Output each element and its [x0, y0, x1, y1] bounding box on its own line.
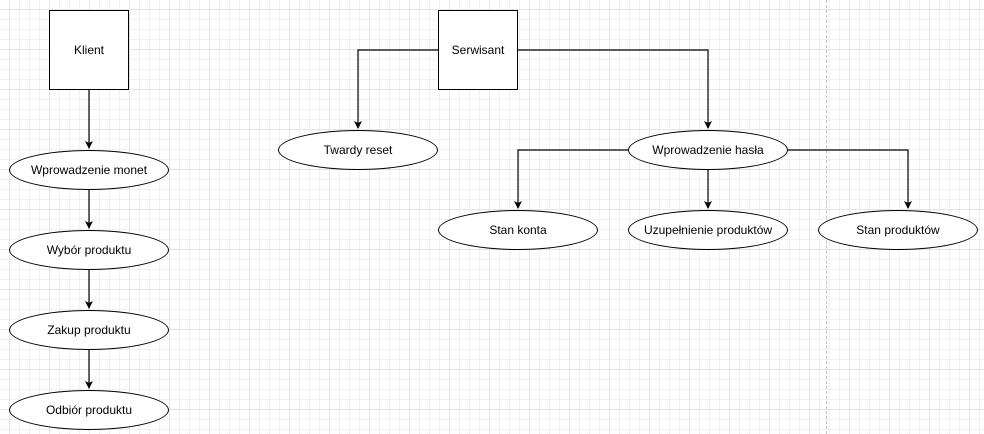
- node-wprowadzenie-hasla[interactable]: Wprowadzenie hasła: [628, 130, 788, 170]
- node-wprowadzenie-monet[interactable]: Wprowadzenie monet: [9, 150, 169, 190]
- edge-serwisant-to-wprowadzenie-hasla: [518, 49, 712, 129]
- edge-serwisant-to-twardy-reset: [354, 49, 438, 129]
- page-break-line: [826, 0, 827, 434]
- node-stan-konta[interactable]: Stan konta: [438, 210, 598, 250]
- node-uzupelnienie-produktow[interactable]: Uzupełnienie produktów: [628, 210, 788, 250]
- edge-wprowadzenie-hasla-to-stan-konta: [514, 149, 628, 209]
- node-twardy-reset[interactable]: Twardy reset: [278, 130, 438, 170]
- node-stan-produktow[interactable]: Stan produktów: [818, 210, 978, 250]
- edge-wprowadzenie-hasla-to-stan-produktow: [788, 149, 912, 209]
- node-zakup-produktu[interactable]: Zakup produktu: [9, 310, 169, 350]
- node-wybor-produktu[interactable]: Wybór produktu: [9, 230, 169, 270]
- node-serwisant[interactable]: Serwisant: [438, 10, 518, 90]
- node-klient[interactable]: Klient: [49, 10, 129, 90]
- node-odbior-produktu[interactable]: Odbiór produktu: [9, 390, 169, 430]
